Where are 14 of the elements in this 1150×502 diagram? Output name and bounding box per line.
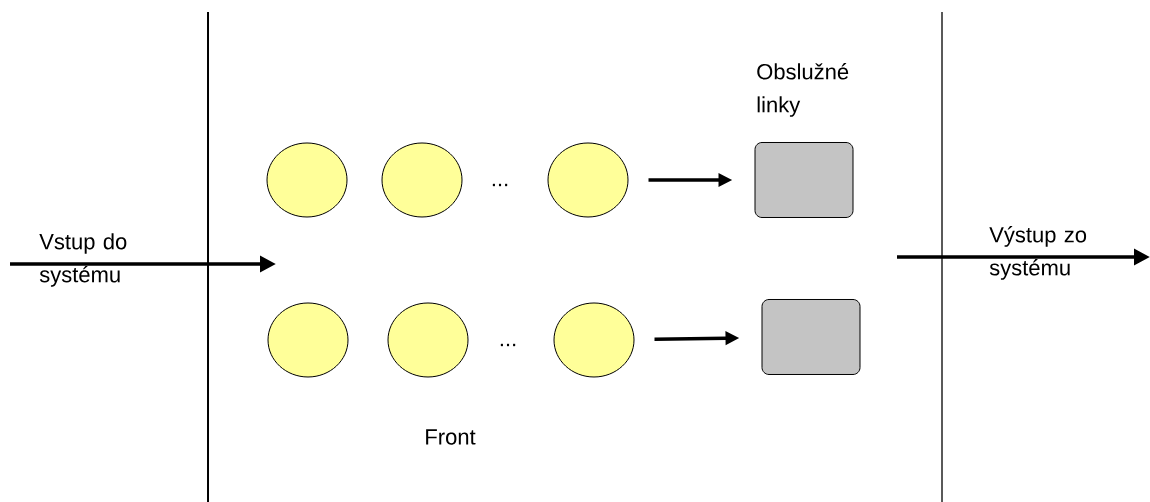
server-box bbox=[754, 142, 854, 218]
queue-circle bbox=[267, 302, 349, 378]
queue-circle bbox=[547, 142, 629, 218]
label-text: Obslužné linky bbox=[757, 63, 849, 117]
label-text: Front bbox=[426, 429, 476, 445]
label-text: Vstup do systému bbox=[39, 233, 127, 287]
queue-circle bbox=[381, 142, 463, 218]
label-text: Výstup zo systému bbox=[989, 226, 1087, 280]
queue-circle bbox=[387, 302, 469, 378]
server-box bbox=[761, 299, 861, 375]
dots: ... bbox=[500, 343, 516, 347]
dots: ... bbox=[492, 183, 508, 187]
queue-circle bbox=[266, 142, 348, 218]
queue-circle bbox=[553, 302, 635, 378]
